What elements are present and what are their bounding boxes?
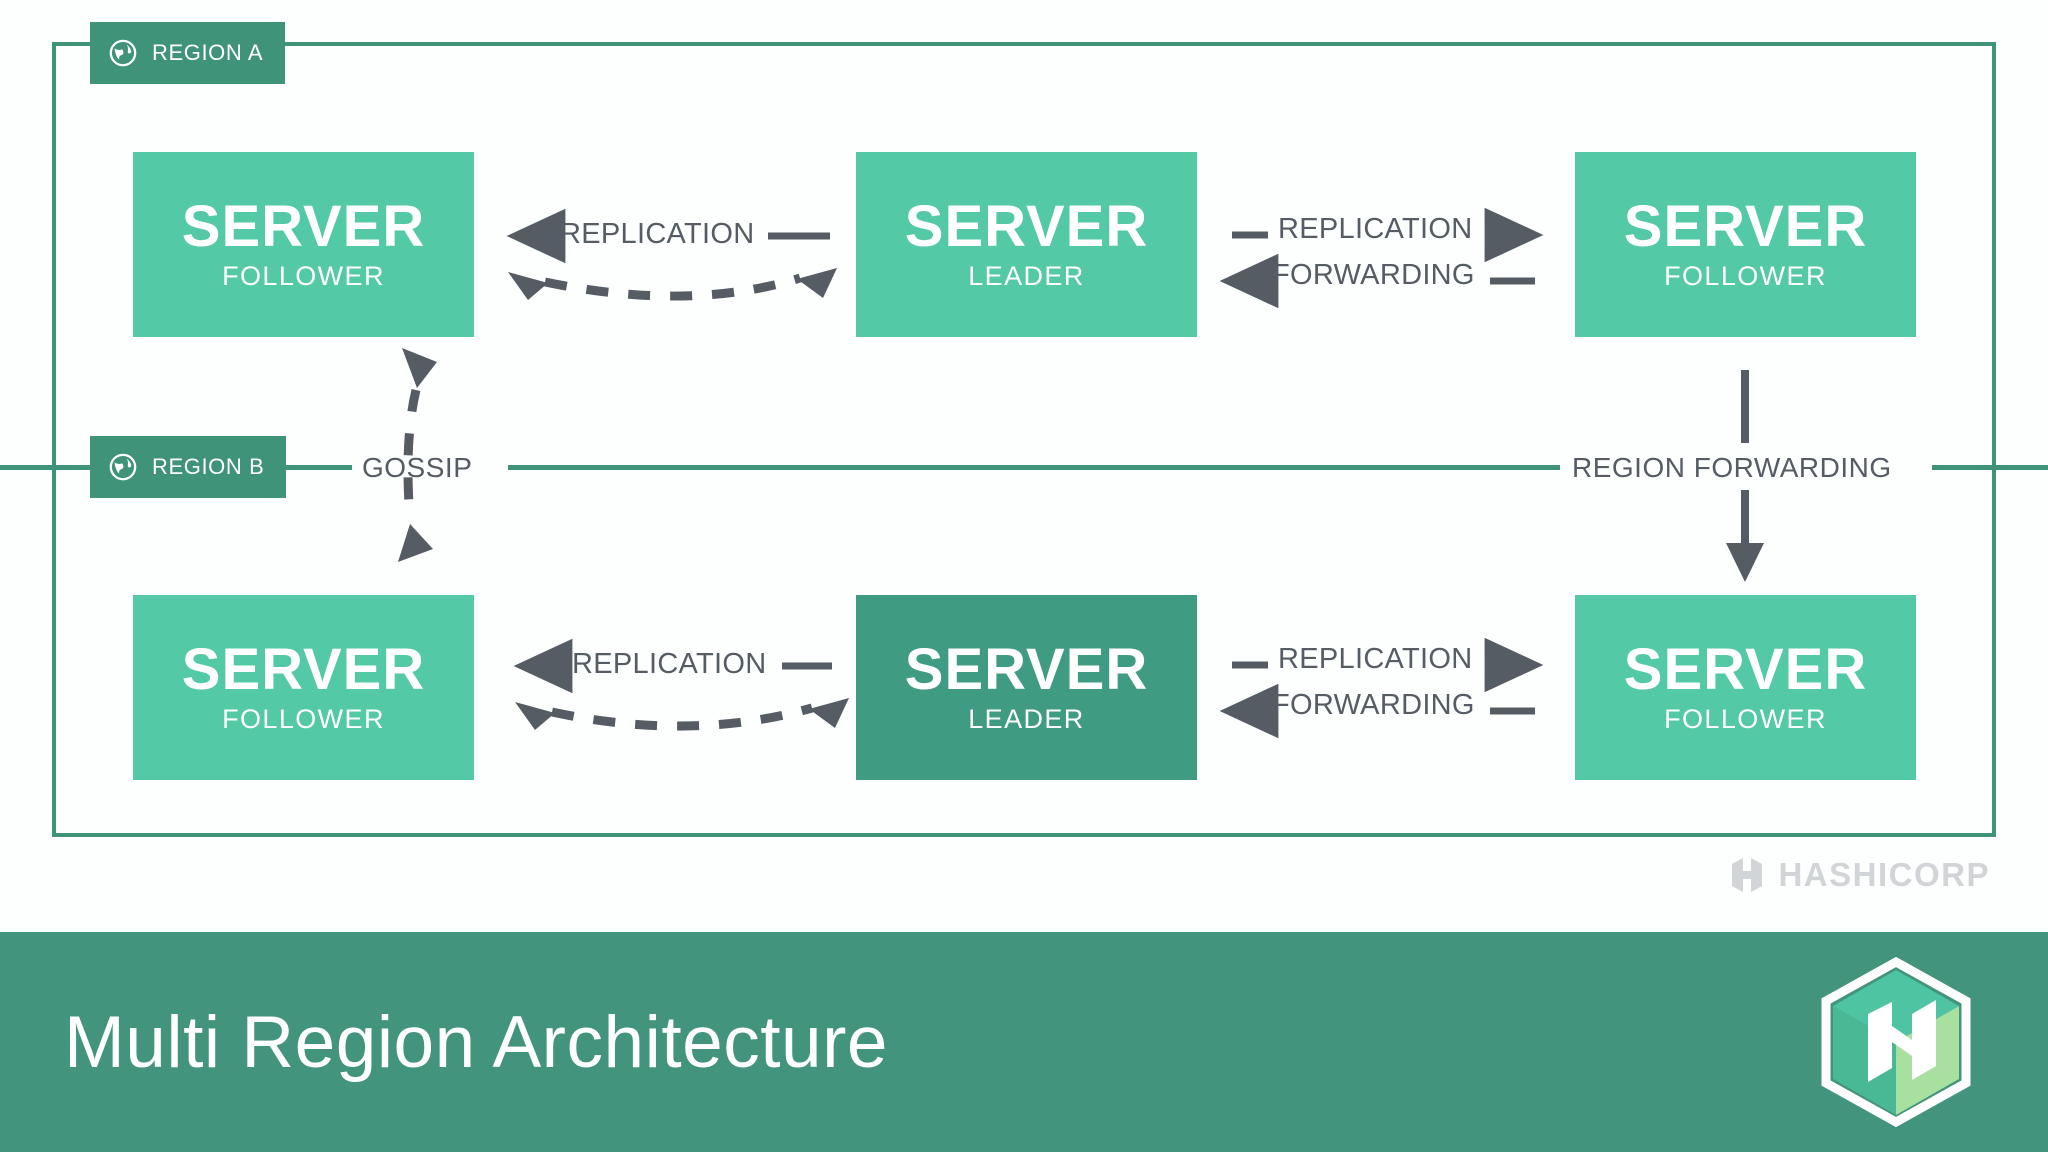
server-node-a-follower-left[interactable]: SERVER FOLLOWER bbox=[133, 152, 474, 337]
server-node-a-follower-right[interactable]: SERVER FOLLOWER bbox=[1575, 152, 1916, 337]
connector-label-b-replication-right: REPLICATION bbox=[1278, 643, 1473, 675]
connector-label-a-replication-right: REPLICATION bbox=[1278, 213, 1473, 245]
connector-arrows bbox=[398, 207, 1764, 739]
connector-label-a-replication-left: REPLICATION bbox=[560, 218, 755, 250]
server-node-a-leader[interactable]: SERVER LEADER bbox=[856, 152, 1197, 337]
server-role: FOLLOWER bbox=[222, 703, 385, 734]
connector-label-b-replication-left: REPLICATION bbox=[572, 648, 767, 680]
server-title: SERVER bbox=[1623, 637, 1868, 703]
server-node-b-leader[interactable]: SERVER LEADER bbox=[856, 595, 1197, 780]
arrow-b-gossip-curve bbox=[551, 703, 814, 731]
arrow-gossip-head-down bbox=[398, 524, 433, 562]
arrow-gossip-vertical bbox=[403, 388, 421, 521]
server-node-b-follower-left[interactable]: SERVER FOLLOWER bbox=[133, 595, 474, 780]
gossip-label-gap bbox=[352, 456, 508, 480]
arrow-b-gossip-head-right bbox=[809, 698, 849, 728]
region-forwarding-label: REGION FORWARDING bbox=[1572, 452, 1892, 483]
globe-icon bbox=[109, 39, 137, 67]
server-role: FOLLOWER bbox=[222, 260, 385, 291]
server-title: SERVER bbox=[1623, 194, 1868, 260]
server-role: LEADER bbox=[968, 703, 1085, 734]
region-badge-a-label: REGION A bbox=[152, 40, 264, 65]
server-title: SERVER bbox=[904, 637, 1149, 703]
region-divider-line bbox=[0, 465, 2048, 470]
diagram-area: GOSSIP REGION FORWARDING bbox=[0, 22, 2048, 895]
server-title: SERVER bbox=[181, 637, 426, 703]
server-role: FOLLOWER bbox=[1664, 260, 1827, 291]
region-badge-b[interactable]: REGION B bbox=[90, 436, 287, 498]
region-badge-b-label: REGION B bbox=[152, 454, 265, 479]
gossip-label: GOSSIP bbox=[362, 452, 473, 483]
server-title: SERVER bbox=[904, 194, 1149, 260]
server-title: SERVER bbox=[181, 194, 426, 260]
arrow-gossip-head-up bbox=[402, 348, 437, 388]
hashicorp-wordmark: HASHICORP bbox=[1778, 856, 1990, 893]
footer-bar: Multi Region Architecture bbox=[0, 932, 2048, 1152]
hashicorp-lockup: HASHICORP bbox=[1728, 855, 1990, 895]
server-role: LEADER bbox=[968, 260, 1085, 291]
server-node-b-follower-right[interactable]: SERVER FOLLOWER bbox=[1575, 595, 1916, 780]
arrow-a-gossip-curve bbox=[544, 273, 802, 301]
region-outer-frame bbox=[52, 42, 1996, 837]
arrow-b-gossip-head-left bbox=[515, 702, 555, 730]
globe-icon bbox=[109, 453, 137, 481]
region-forwarding-label-gap bbox=[1560, 456, 1932, 480]
connector-label-b-forwarding-right: FORWARDING bbox=[1272, 689, 1475, 721]
hashicorp-logo-icon bbox=[1732, 858, 1763, 892]
region-badge-a[interactable]: REGION A bbox=[90, 22, 286, 84]
connector-label-a-forwarding-right: FORWARDING bbox=[1272, 259, 1475, 291]
page-title: Multi Region Architecture bbox=[64, 1001, 888, 1083]
arrow-region-forwarding-head bbox=[1726, 543, 1764, 582]
nomad-logo bbox=[1821, 956, 1971, 1128]
arrow-a-gossip-head-right bbox=[797, 268, 837, 298]
server-role: FOLLOWER bbox=[1664, 703, 1827, 734]
arrow-a-gossip-head-left bbox=[508, 272, 548, 300]
